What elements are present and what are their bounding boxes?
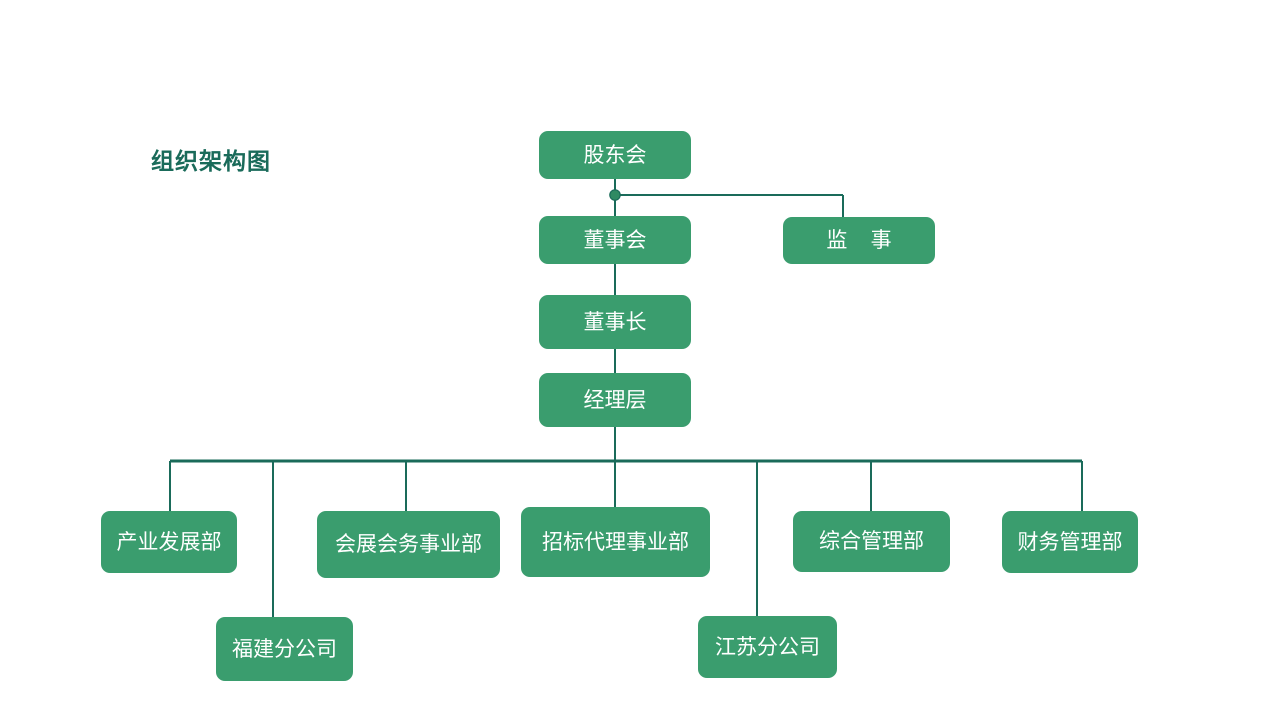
org-node-general-management-dept[interactable]: 综合管理部 <box>793 511 950 572</box>
org-node-label: 招标代理事业部 <box>542 530 689 554</box>
org-node-exhibition-affairs-div[interactable]: 会展会务事业部 <box>317 511 500 578</box>
org-node-chairman[interactable]: 董事长 <box>539 295 691 349</box>
org-node-label: 董事会 <box>583 228 647 252</box>
org-node-label: 福建分公司 <box>232 637 337 661</box>
org-node-jiangsu-branch[interactable]: 江苏分公司 <box>698 616 837 678</box>
org-node-board-of-directors[interactable]: 董事会 <box>539 216 691 264</box>
org-node-label: 会展会务事业部 <box>335 533 482 556</box>
org-node-label: 董事长 <box>583 310 647 334</box>
org-node-label: 股东会 <box>583 143 647 167</box>
org-node-label: 财务管理部 <box>1017 530 1123 554</box>
org-node-label: 经理层 <box>583 388 647 412</box>
org-node-label: 产业发展部 <box>116 530 222 554</box>
org-node-supervisor[interactable]: 监 事 <box>783 217 935 264</box>
org-node-shareholders[interactable]: 股东会 <box>539 131 691 179</box>
junction-dot <box>609 189 621 201</box>
org-node-label: 江苏分公司 <box>715 635 820 659</box>
page-title: 组织架构图 <box>151 148 271 174</box>
org-node-management-layer[interactable]: 经理层 <box>539 373 691 427</box>
org-node-label: 监 事 <box>826 229 892 252</box>
org-node-label: 综合管理部 <box>819 530 924 553</box>
org-node-fujian-branch[interactable]: 福建分公司 <box>216 617 353 681</box>
org-node-bidding-agency-div[interactable]: 招标代理事业部 <box>521 507 710 577</box>
org-node-industry-development-dept[interactable]: 产业发展部 <box>101 511 237 573</box>
org-node-finance-management-dept[interactable]: 财务管理部 <box>1002 511 1138 573</box>
